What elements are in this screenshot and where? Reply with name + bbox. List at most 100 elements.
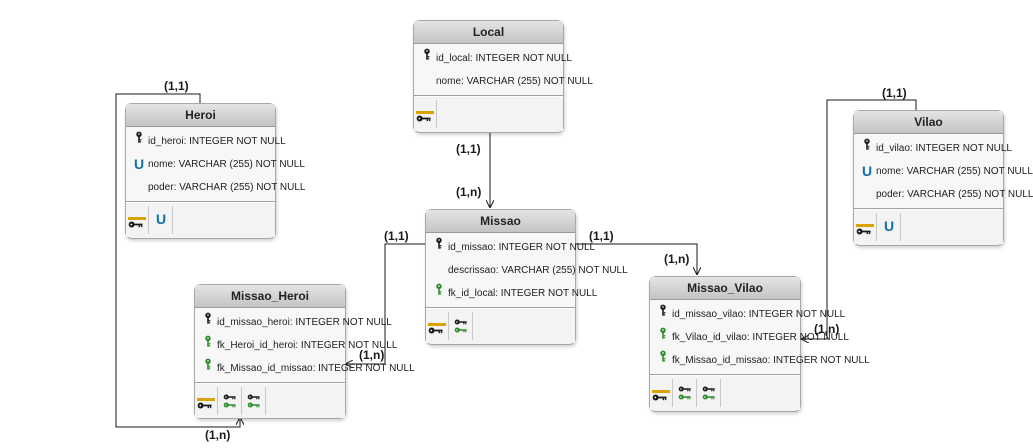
field-row[interactable]: poder: VARCHAR (255) NOT NULL xyxy=(854,183,1033,206)
field-label: nome: VARCHAR (255) NOT NULL xyxy=(876,166,1033,177)
field-label: descrissao: VARCHAR (255) NOT NULL xyxy=(448,265,628,276)
index-cell[interactable] xyxy=(674,379,697,407)
index-bar: U xyxy=(854,209,1003,244)
index-cell[interactable] xyxy=(195,387,218,415)
unique-index-icon: U xyxy=(155,211,167,227)
fk-key-icon xyxy=(201,334,215,357)
field-label: fk_Heroi_id_heroi: INTEGER NOT NULL xyxy=(217,340,398,351)
field-label: id_missao_heroi: INTEGER NOT NULL xyxy=(217,317,392,328)
field-row[interactable]: id_heroi: INTEGER NOT NULL xyxy=(126,130,286,153)
unique-index-icon: U xyxy=(883,218,895,234)
unique-icon: U xyxy=(133,156,145,172)
field-label: id_heroi: INTEGER NOT NULL xyxy=(148,136,286,147)
field-row[interactable]: id_missao: INTEGER NOT NULL xyxy=(426,236,595,259)
index-cell[interactable] xyxy=(219,387,242,415)
cardinality-heroi-side: (1,1) xyxy=(164,79,189,93)
field-label: id_vilao: INTEGER NOT NULL xyxy=(876,143,1012,154)
field-row[interactable]: id_vilao: INTEGER NOT NULL xyxy=(854,137,1012,160)
pk-key-icon xyxy=(132,130,146,153)
fk-key-icon xyxy=(656,349,670,372)
unique-icon: U xyxy=(861,163,873,179)
index-cell[interactable] xyxy=(698,379,721,407)
field-row[interactable]: id_missao_vilao: INTEGER NOT NULL xyxy=(650,303,845,326)
field-label: id_local: INTEGER NOT NULL xyxy=(436,53,572,64)
fk-index-icon xyxy=(454,319,468,333)
field-row[interactable]: nome: VARCHAR (255) NOT NULL xyxy=(414,70,593,93)
index-cell[interactable] xyxy=(650,379,673,407)
field-row[interactable]: fk_Vilao_id_vilao: INTEGER NOT NULL xyxy=(650,326,849,349)
link-missao-missao-heroi xyxy=(346,243,425,364)
field-list: id_missao_heroi: INTEGER NOT NULL fk_Hero… xyxy=(195,308,415,383)
index-bar xyxy=(650,375,800,410)
entity-local[interactable]: Local id_local: INTEGER NOT NULL nome: VA… xyxy=(413,20,593,133)
fk-key-icon xyxy=(201,357,215,380)
cardinality-missao-heroi-side-missao: (1,n) xyxy=(359,348,385,362)
field-row[interactable]: id_local: INTEGER NOT NULL xyxy=(414,47,572,70)
cardinality-missao-heroi-side-heroi: (1,n) xyxy=(205,428,231,442)
entity-title: Local xyxy=(414,21,563,44)
index-cell[interactable] xyxy=(243,387,266,415)
link-missao-missao-vilao xyxy=(575,243,697,274)
index-bar xyxy=(195,383,345,418)
field-label: nome: VARCHAR (255) NOT NULL xyxy=(436,76,593,87)
index-bar: U xyxy=(126,202,275,237)
fk-index-icon xyxy=(678,386,692,400)
field-label: fk_Missao_id_missao: INTEGER NOT NULL xyxy=(217,363,415,374)
field-row[interactable]: fk_Heroi_id_heroi: INTEGER NOT NULL xyxy=(195,334,397,357)
link-vilao-missao-vilao xyxy=(802,99,917,339)
no-icon xyxy=(132,176,146,199)
entity-title: Missao_Vilao xyxy=(650,277,800,300)
entity-title: Vilao xyxy=(854,111,1003,134)
pk-key-icon xyxy=(420,47,434,70)
field-label: fk_Vilao_id_vilao: INTEGER NOT NULL xyxy=(672,332,849,343)
cardinality-missao-vilao-side-vilao: (1,n) xyxy=(814,322,840,336)
cardinality-vilao-side: (1,1) xyxy=(882,86,907,100)
pk-key-icon xyxy=(656,303,670,326)
field-row[interactable]: fk_Missao_id_missao: INTEGER NOT NULL xyxy=(650,349,870,372)
entity-missao-heroi[interactable]: Missao_Heroi id_missao_heroi: INTEGER NO… xyxy=(194,284,415,419)
pk-index-icon xyxy=(856,222,874,235)
index-cell[interactable] xyxy=(426,312,449,340)
index-cell[interactable] xyxy=(854,213,877,241)
er-diagram-canvas: Local id_local: INTEGER NOT NULL nome: VA… xyxy=(115,20,1033,442)
field-list: id_local: INTEGER NOT NULL nome: VARCHAR … xyxy=(414,44,593,96)
field-label: id_missao: INTEGER NOT NULL xyxy=(448,242,596,253)
field-row[interactable]: poder: VARCHAR (255) NOT NULL xyxy=(126,176,305,199)
index-cell[interactable]: U xyxy=(150,206,173,234)
field-row[interactable]: fk_Missao_id_missao: INTEGER NOT NULL xyxy=(195,357,415,380)
index-cell[interactable] xyxy=(450,312,473,340)
field-row[interactable]: fk_id_local: INTEGER NOT NULL xyxy=(426,282,597,305)
pk-key-icon xyxy=(432,236,446,259)
field-label: id_missao_vilao: INTEGER NOT NULL xyxy=(672,309,846,320)
field-row[interactable]: descrissao: VARCHAR (255) NOT NULL xyxy=(426,259,628,282)
pk-key-icon xyxy=(201,311,215,334)
fk-key-icon xyxy=(656,326,670,349)
field-label: nome: VARCHAR (255) NOT NULL xyxy=(148,159,305,170)
entity-title: Missao xyxy=(426,210,575,233)
field-row[interactable]: id_missao_heroi: INTEGER NOT NULL xyxy=(195,311,392,334)
entity-missao-vilao[interactable]: Missao_Vilao id_missao_vilao: INTEGER NO… xyxy=(649,276,870,412)
no-icon xyxy=(432,259,446,282)
index-cell[interactable] xyxy=(126,206,149,234)
field-label: poder: VARCHAR (255) NOT NULL xyxy=(148,182,306,193)
pk-index-icon xyxy=(428,321,446,334)
index-cell[interactable]: U xyxy=(878,213,901,241)
fk-index-icon xyxy=(223,394,237,408)
pk-index-icon xyxy=(652,388,670,401)
index-cell[interactable] xyxy=(414,100,437,128)
relationship-lines xyxy=(115,93,917,428)
entity-missao[interactable]: Missao id_missao: INTEGER NOT NULL descri… xyxy=(425,209,628,345)
fk-index-icon xyxy=(247,394,261,408)
cardinality-missao-side-heroi: (1,1) xyxy=(384,229,409,243)
pk-key-icon xyxy=(860,137,874,160)
field-label: fk_Missao_id_missao: INTEGER NOT NULL xyxy=(672,355,870,366)
entity-title: Heroi xyxy=(126,104,275,127)
pk-index-icon xyxy=(197,396,215,409)
link-heroi-missao-heroi xyxy=(115,93,240,428)
